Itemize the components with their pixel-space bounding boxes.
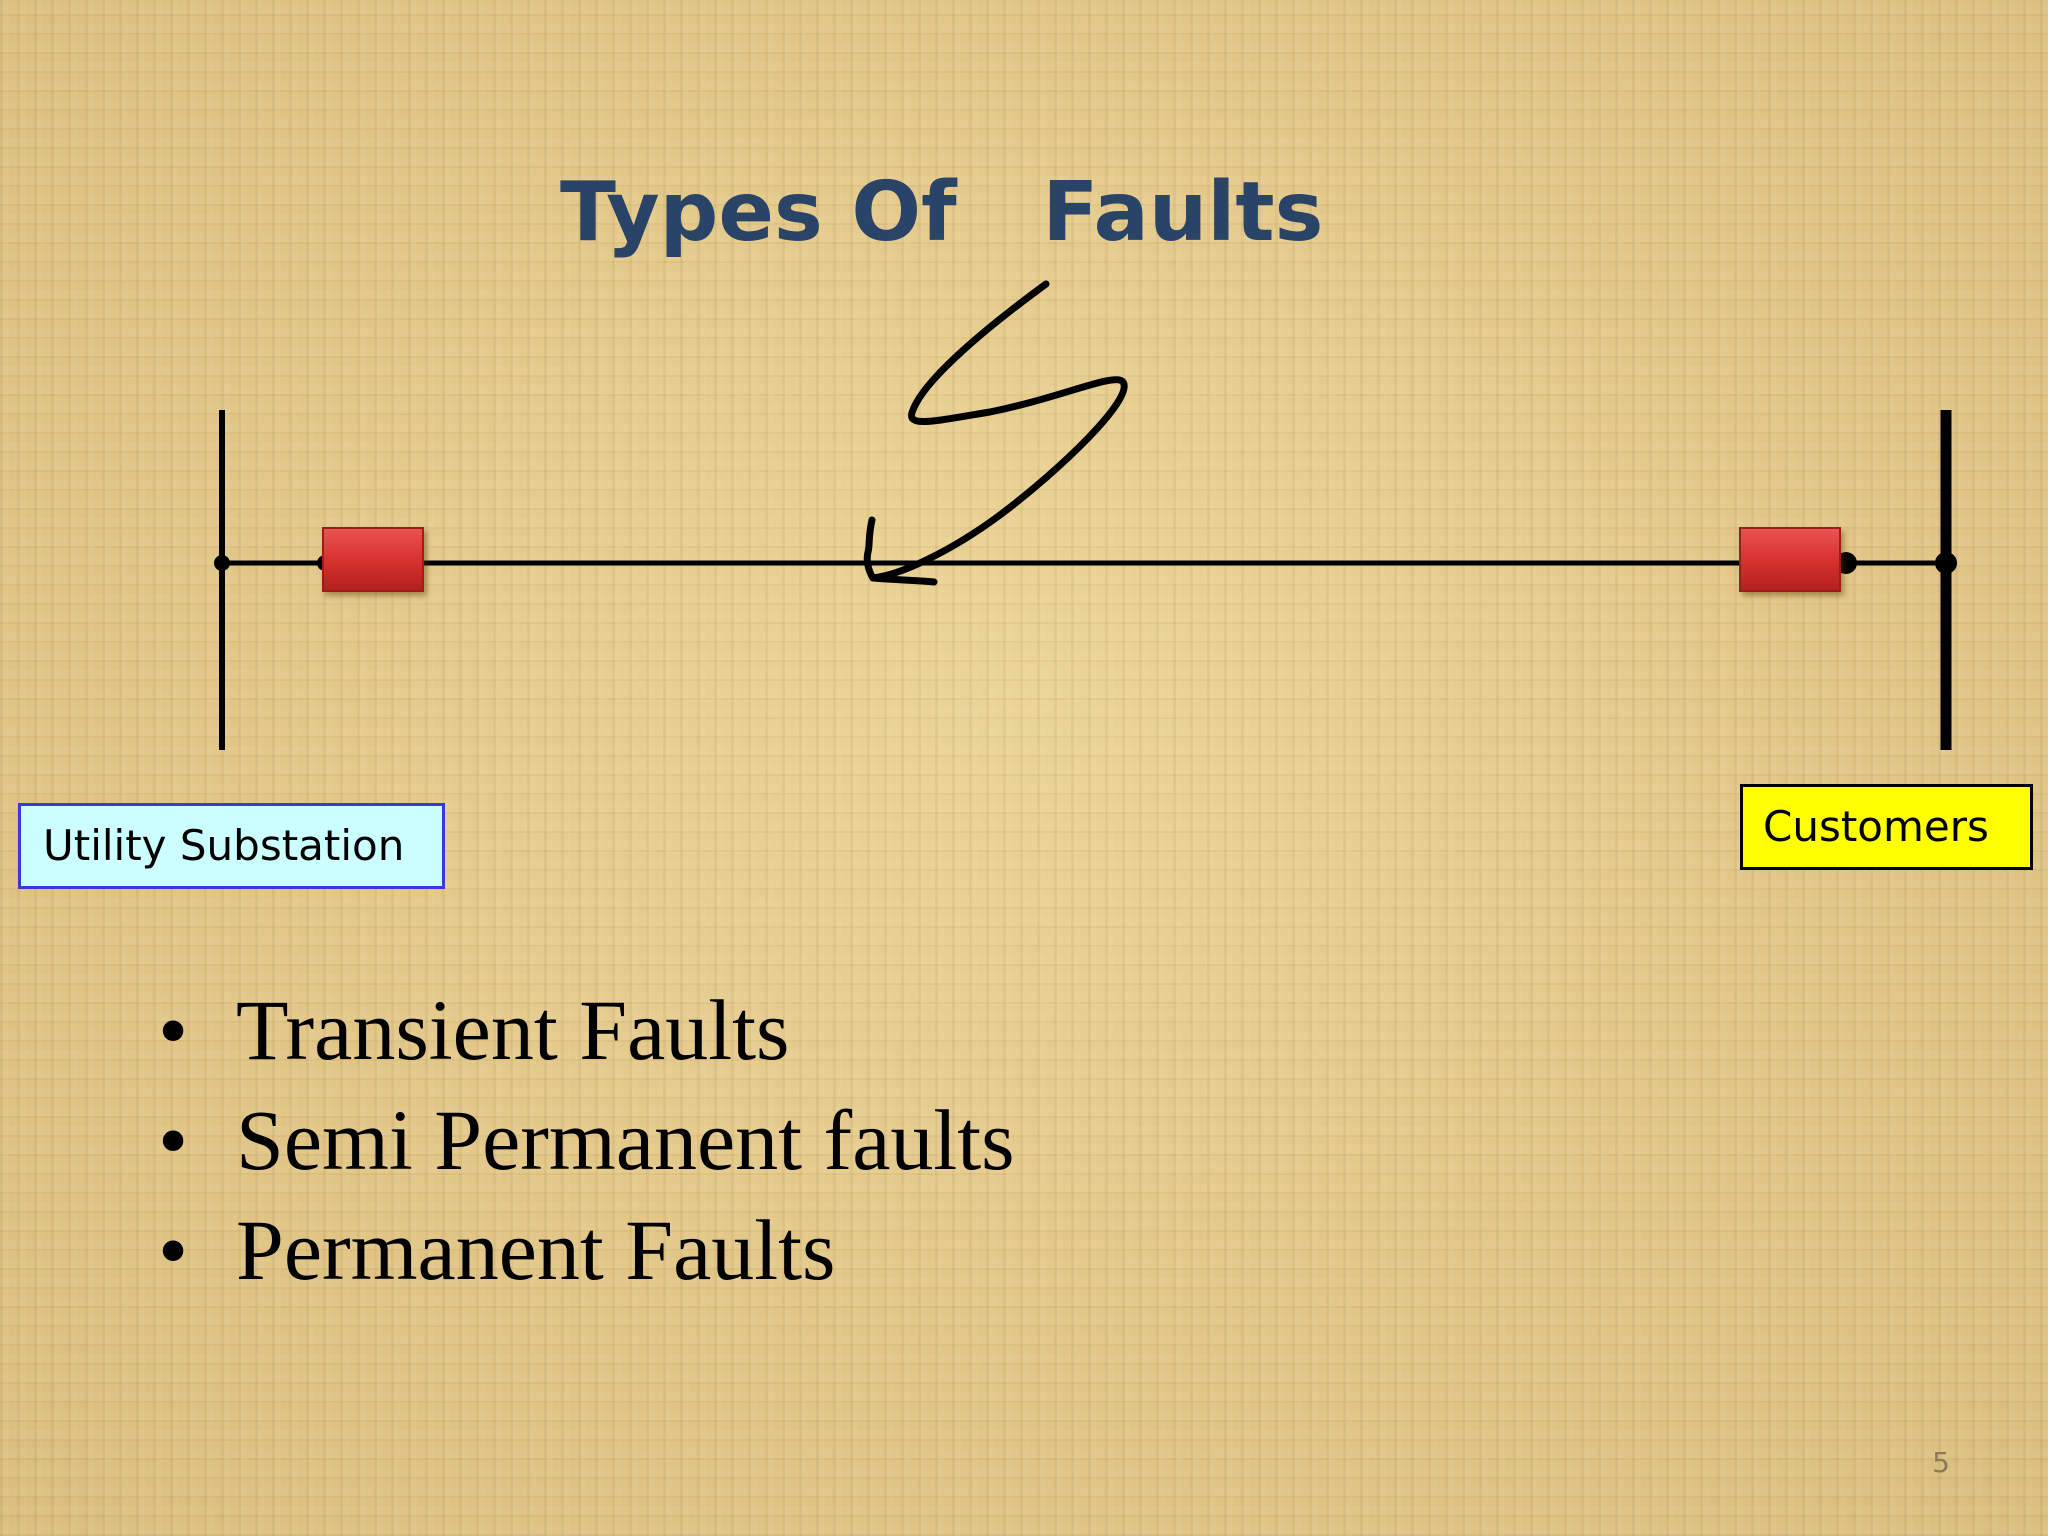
list-item-text: Semi Permanent faults bbox=[236, 1092, 1015, 1188]
customers-label: Customers bbox=[1740, 784, 2033, 870]
bullet-dot-icon: • bbox=[158, 982, 189, 1078]
utility-substation-label: Utility Substation bbox=[18, 803, 445, 889]
page-number: 5 bbox=[1932, 1446, 1950, 1479]
list-item: • Permanent Faults bbox=[150, 1195, 1015, 1305]
lightning-fault-icon bbox=[863, 280, 1128, 586]
bullet-dot-icon: • bbox=[158, 1202, 189, 1298]
list-item-text: Transient Faults bbox=[236, 982, 790, 1078]
circuit-breaker-icon bbox=[1739, 527, 1841, 592]
fault-types-list: • Transient Faults • Semi Permanent faults… bbox=[150, 975, 1015, 1305]
list-item-text: Permanent Faults bbox=[236, 1202, 836, 1298]
list-item: • Semi Permanent faults bbox=[150, 1085, 1015, 1195]
list-item: • Transient Faults bbox=[150, 975, 1015, 1085]
right-bus-junction-dot bbox=[1935, 552, 1957, 574]
circuit-breaker-icon bbox=[322, 527, 424, 592]
slide-title: Types Of Faults bbox=[560, 165, 1324, 260]
left-bus-junction-dot bbox=[214, 555, 230, 571]
bullet-dot-icon: • bbox=[158, 1092, 189, 1188]
